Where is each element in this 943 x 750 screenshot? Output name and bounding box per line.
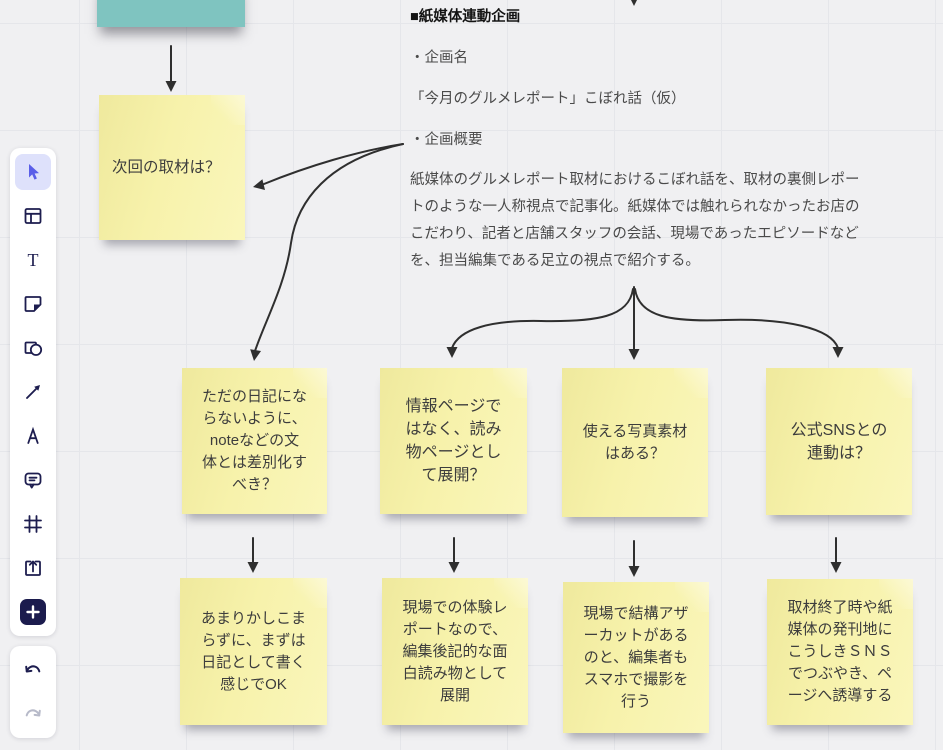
templates-layout-icon: [24, 208, 42, 224]
connector-teal-to-next[interactable]: [165, 45, 177, 92]
tool-sticky-note[interactable]: [15, 286, 51, 322]
connector-center-to-q4[interactable]: [634, 288, 844, 358]
undo-icon: [25, 665, 41, 673]
undo-button[interactable]: [15, 652, 51, 688]
connector-q2-to-a2[interactable]: [448, 537, 460, 573]
sticky-note-q4[interactable]: 公式SNSとの 連動は？: [766, 368, 912, 515]
sticky-note-icon: [24, 296, 42, 312]
sticky-note-q2[interactable]: 情報ページで はなく、読み 物ページとし て展開？: [380, 368, 527, 514]
tool-select[interactable]: [15, 154, 51, 190]
svg-text:T: T: [28, 250, 39, 270]
connector-text-to-q1[interactable]: [250, 143, 404, 361]
shapes-icon: [24, 341, 43, 356]
select-cursor-icon: [29, 164, 39, 180]
connector-text-to-next[interactable]: [253, 143, 404, 190]
tool-shapes[interactable]: [15, 330, 51, 366]
connection-arrow-icon: [26, 385, 40, 399]
connector-q1-to-a1[interactable]: [247, 537, 259, 573]
toolbar: T: [10, 148, 56, 636]
plan-text-block[interactable]: ■紙媒体連動企画 ・企画名 「今月のグルメレポート」こぼれ話（仮） ・企画概要 …: [410, 4, 878, 289]
tool-font-style[interactable]: [15, 418, 51, 454]
frame-icon: [24, 515, 42, 533]
sticky-note-next-interview[interactable]: 次回の取材は？: [99, 95, 245, 240]
sticky-note-a3[interactable]: 現場で結構アザ ーカットがある のと、編集者も スマホで撮影を 行う: [563, 582, 709, 733]
sticky-note-a2[interactable]: 現場での体験レ ポートなので、 編集後記的な面 白読み物として 展開: [382, 578, 528, 725]
tool-templates[interactable]: [15, 198, 51, 234]
plan-heading: ■紙媒体連動企画: [410, 9, 521, 25]
plan-name: 「今月のグルメレポート」こぼれ話（仮）: [410, 91, 686, 107]
connector-center-to-q2[interactable]: [446, 288, 634, 358]
plan-name-label: ・企画名: [410, 50, 468, 66]
tool-connection-line[interactable]: [15, 374, 51, 410]
tool-comment[interactable]: [15, 462, 51, 498]
comment-icon: [24, 472, 42, 489]
upload-icon: [25, 560, 41, 576]
sticky-note-teal[interactable]: [97, 0, 245, 27]
redo-button[interactable]: [15, 696, 51, 732]
font-style-icon: [27, 426, 39, 444]
sticky-note-a4[interactable]: 取材終了時や紙 媒体の発刊地に こうしきＳＮＳ でつぶやき、ペ ージへ誘導する: [767, 579, 913, 725]
more-tools-plus-icon: [20, 599, 46, 625]
sticky-note-q3[interactable]: 使える写真素材 はある？: [562, 368, 708, 517]
tool-upload[interactable]: [15, 550, 51, 586]
tool-text[interactable]: T: [15, 242, 51, 278]
connector-center-to-q3[interactable]: [628, 286, 640, 360]
text-icon: T: [28, 250, 39, 270]
tool-frame[interactable]: [15, 506, 51, 542]
sticky-note-q1[interactable]: ただの日記にな らないように、 noteなどの文 体とは差別化す べき？: [182, 368, 327, 514]
connector-q3-to-a3[interactable]: [628, 540, 640, 577]
connector-q4-to-a4[interactable]: [830, 537, 842, 573]
plan-overview-paragraph: 紙媒体のグルメレポート取材におけるこぼれ話を、取材の裏側レポー トのような一人称…: [410, 172, 860, 269]
sticky-note-a1[interactable]: あまりかしこま らずに、まずは 日記として書く 感じでOK: [180, 578, 327, 725]
redo-icon: [25, 709, 41, 717]
plan-overview-label: ・企画概要: [410, 132, 483, 148]
history-toolbar: [10, 646, 56, 738]
tool-more-plus[interactable]: [15, 594, 51, 630]
